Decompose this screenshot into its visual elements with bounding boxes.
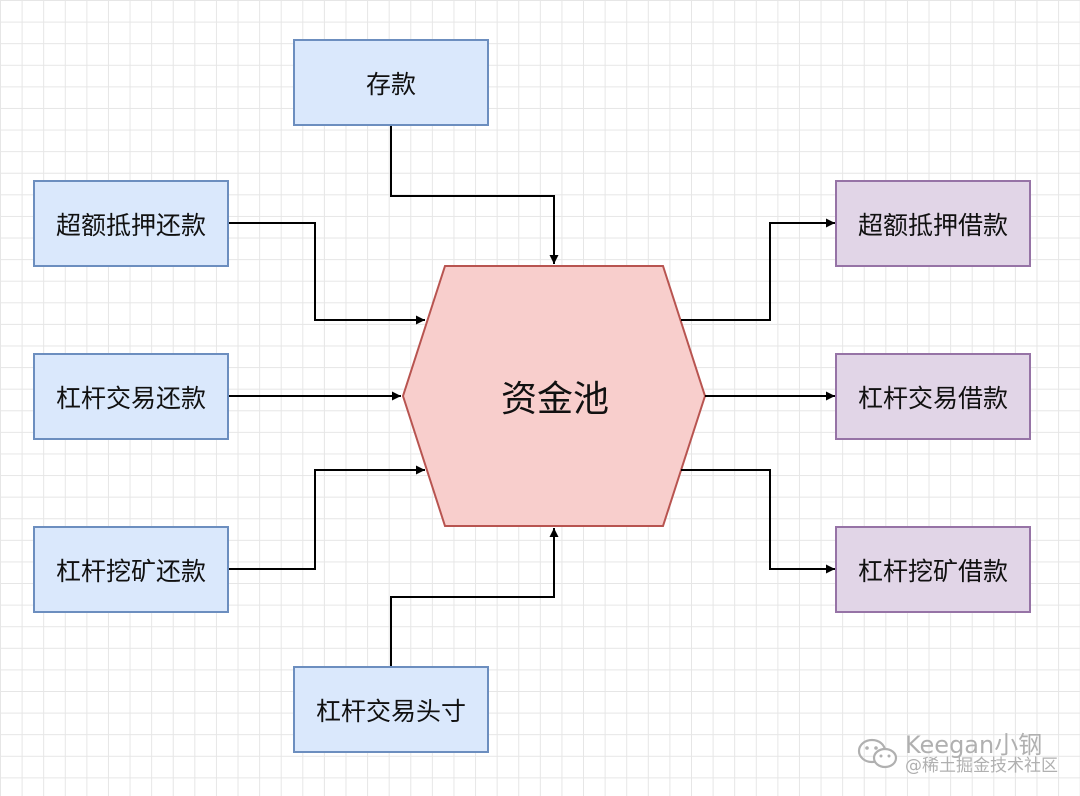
- watermark-community: @稀土掘金技术社区: [905, 756, 1058, 777]
- node-leverage-trade-repay[interactable]: 杠杆交易还款: [33, 353, 229, 440]
- arrow-lev-mine-repay-to-pool: [229, 465, 425, 570]
- wechat-icon: [857, 739, 898, 769]
- arrow-pool-to-lev-mine-borrow: [681, 469, 835, 574]
- watermark: Keegan小钢 @稀土掘金技术社区: [857, 730, 1058, 777]
- node-over-collateral-borrow[interactable]: 超额抵押借款: [835, 180, 1031, 267]
- fund-pool-label: 资金池: [500, 379, 609, 420]
- node-deposit[interactable]: 存款: [293, 39, 489, 126]
- node-leverage-trade-margin[interactable]: 杠杆交易头寸: [293, 666, 489, 753]
- node-over-collateral-repay[interactable]: 超额抵押还款: [33, 180, 229, 267]
- node-leverage-mining-repay[interactable]: 杠杆挖矿还款: [33, 526, 229, 613]
- watermark-author: Keegan小钢: [905, 730, 1043, 759]
- node-leverage-mining-borrow[interactable]: 杠杆挖矿借款: [835, 526, 1031, 613]
- fund-pool-hexagon[interactable]: [401, 265, 707, 527]
- arrow-margin-to-pool: [390, 528, 559, 666]
- arrow-deposit-to-pool: [390, 126, 559, 264]
- arrow-over-repay-to-pool: [229, 222, 425, 325]
- arrow-pool-to-over-borrow: [681, 218, 835, 321]
- node-leverage-trade-borrow[interactable]: 杠杆交易借款: [835, 353, 1031, 440]
